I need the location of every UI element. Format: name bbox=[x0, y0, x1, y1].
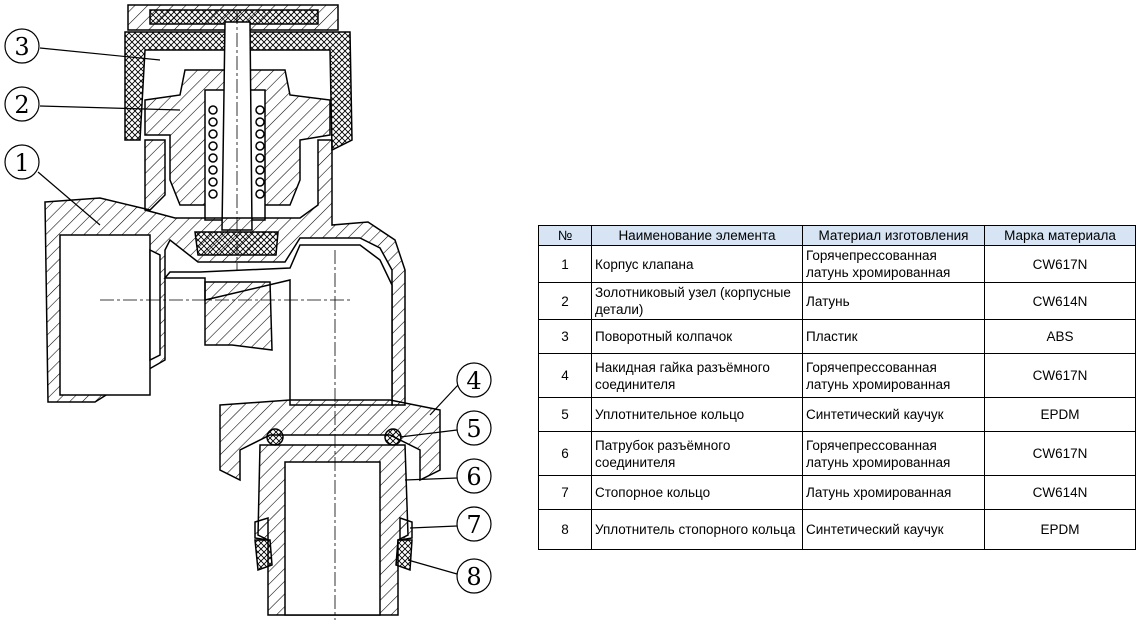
specification-table: № Наименование элемента Материал изготов… bbox=[538, 225, 1136, 550]
row-material-grade: CW614N bbox=[984, 475, 1136, 510]
spring-right bbox=[255, 105, 265, 199]
cap-top-inner bbox=[149, 9, 319, 25]
row-element-name: Уплотнитель стопорного кольца bbox=[591, 509, 803, 550]
row-element-name: Золотниковый узел (корпусные детали) bbox=[591, 282, 803, 320]
union-nut bbox=[219, 399, 441, 482]
row-number: 5 bbox=[538, 397, 592, 432]
row-number: 4 bbox=[538, 353, 592, 398]
flow-channel bbox=[163, 244, 393, 406]
svg-text:1: 1 bbox=[14, 149, 29, 177]
row-element-name: Накидная гайка разъёмного соединителя bbox=[591, 353, 803, 398]
row-material-grade: CW614N bbox=[984, 282, 1136, 320]
row-material-grade: CW617N bbox=[984, 245, 1136, 283]
row-material: Горячепрессованная латунь хромированная bbox=[802, 431, 985, 476]
svg-text:4: 4 bbox=[466, 367, 481, 395]
callout-7: 7 bbox=[409, 506, 492, 542]
svg-text:5: 5 bbox=[466, 415, 481, 443]
inlet-bore-inner bbox=[149, 248, 161, 362]
row-material-grade: EPDM bbox=[984, 509, 1136, 550]
row-element-name: Поворотный колпачок bbox=[591, 319, 803, 354]
row-element-name: Стопорное кольцо bbox=[591, 475, 803, 510]
inner-seat bbox=[204, 281, 273, 351]
row-material: Синтетический каучук bbox=[802, 397, 985, 432]
svg-text:6: 6 bbox=[466, 463, 481, 491]
tailpiece-bore bbox=[284, 461, 381, 616]
row-material-grade: EPDM bbox=[984, 397, 1136, 432]
callout-8: 8 bbox=[407, 558, 492, 594]
callout-1: 1 bbox=[4, 144, 101, 226]
table-row: 8 Уплотнитель стопорного кольца Синтетич… bbox=[538, 509, 1136, 550]
callout-4: 4 bbox=[429, 362, 492, 416]
callouts: 3 2 1 4 5 6 7 bbox=[4, 28, 492, 594]
row-material: Латунь bbox=[802, 282, 985, 320]
inlet-bore bbox=[59, 234, 151, 396]
callout-5: 5 bbox=[399, 410, 492, 446]
retaining-ring-right bbox=[399, 516, 413, 541]
callout-3: 3 bbox=[4, 28, 161, 64]
row-number: 7 bbox=[538, 475, 592, 510]
spring-left bbox=[208, 105, 218, 199]
row-number: 2 bbox=[538, 282, 592, 320]
row-number: 3 bbox=[538, 319, 592, 354]
header-element-name: Наименование элемента bbox=[591, 225, 803, 246]
callout-6: 6 bbox=[404, 458, 492, 494]
table-row: 1 Корпус клапана Горячепрессованная лату… bbox=[538, 245, 1136, 283]
svg-text:8: 8 bbox=[466, 563, 481, 591]
row-element-name: Корпус клапана bbox=[591, 245, 803, 283]
row-material: Синтетический каучук bbox=[802, 509, 985, 550]
row-material: Горячепрессованная латунь хромированная bbox=[802, 353, 985, 398]
row-number: 1 bbox=[538, 245, 592, 283]
row-material-grade: CW617N bbox=[984, 431, 1136, 476]
row-element-name: Патрубок разъёмного соединителя bbox=[591, 431, 803, 476]
row-material: Латунь хромированная bbox=[802, 475, 985, 510]
table-row: 7 Стопорное кольцо Латунь хромированная … bbox=[538, 475, 1136, 510]
row-number: 6 bbox=[538, 431, 592, 476]
table-row: 6 Патрубок разъёмного соединителя Горяче… bbox=[538, 431, 1136, 476]
valve-cross-section-drawing: 3 2 1 4 5 6 7 bbox=[4, 4, 492, 620]
ring-seal-right bbox=[395, 539, 413, 572]
row-material: Горячепрессованная латунь хромированная bbox=[802, 245, 985, 283]
row-material-grade: ABS bbox=[984, 319, 1136, 354]
valve-body bbox=[44, 4, 441, 616]
o-ring-left bbox=[266, 428, 284, 446]
row-element-name: Уплотнительное кольцо bbox=[591, 397, 803, 432]
table-row: 3 Поворотный колпачок Пластик ABS bbox=[538, 319, 1136, 354]
retaining-ring-left bbox=[254, 516, 269, 541]
table-row: 5 Уплотнительное кольцо Синтетический ка… bbox=[538, 397, 1136, 432]
header-number: № bbox=[538, 225, 592, 246]
row-material-grade: CW617N bbox=[984, 353, 1136, 398]
header-material: Материал изготовления bbox=[802, 225, 985, 246]
row-material: Пластик bbox=[802, 319, 985, 354]
callout-2: 2 bbox=[4, 86, 181, 122]
svg-text:2: 2 bbox=[14, 91, 29, 119]
table-row: 2 Золотниковый узел (корпусные детали) Л… bbox=[538, 282, 1136, 320]
ring-seal-left bbox=[254, 539, 273, 572]
header-material-grade: Марка материала bbox=[984, 225, 1136, 246]
svg-text:3: 3 bbox=[14, 33, 29, 61]
row-number: 8 bbox=[538, 509, 592, 550]
o-ring-right bbox=[384, 428, 402, 446]
table-header-row: № Наименование элемента Материал изготов… bbox=[538, 225, 1136, 246]
svg-text:7: 7 bbox=[466, 511, 481, 539]
center-lines bbox=[100, 10, 350, 620]
rotary-cap bbox=[124, 31, 353, 152]
table-row: 4 Накидная гайка разъёмного соединителя … bbox=[538, 353, 1136, 398]
